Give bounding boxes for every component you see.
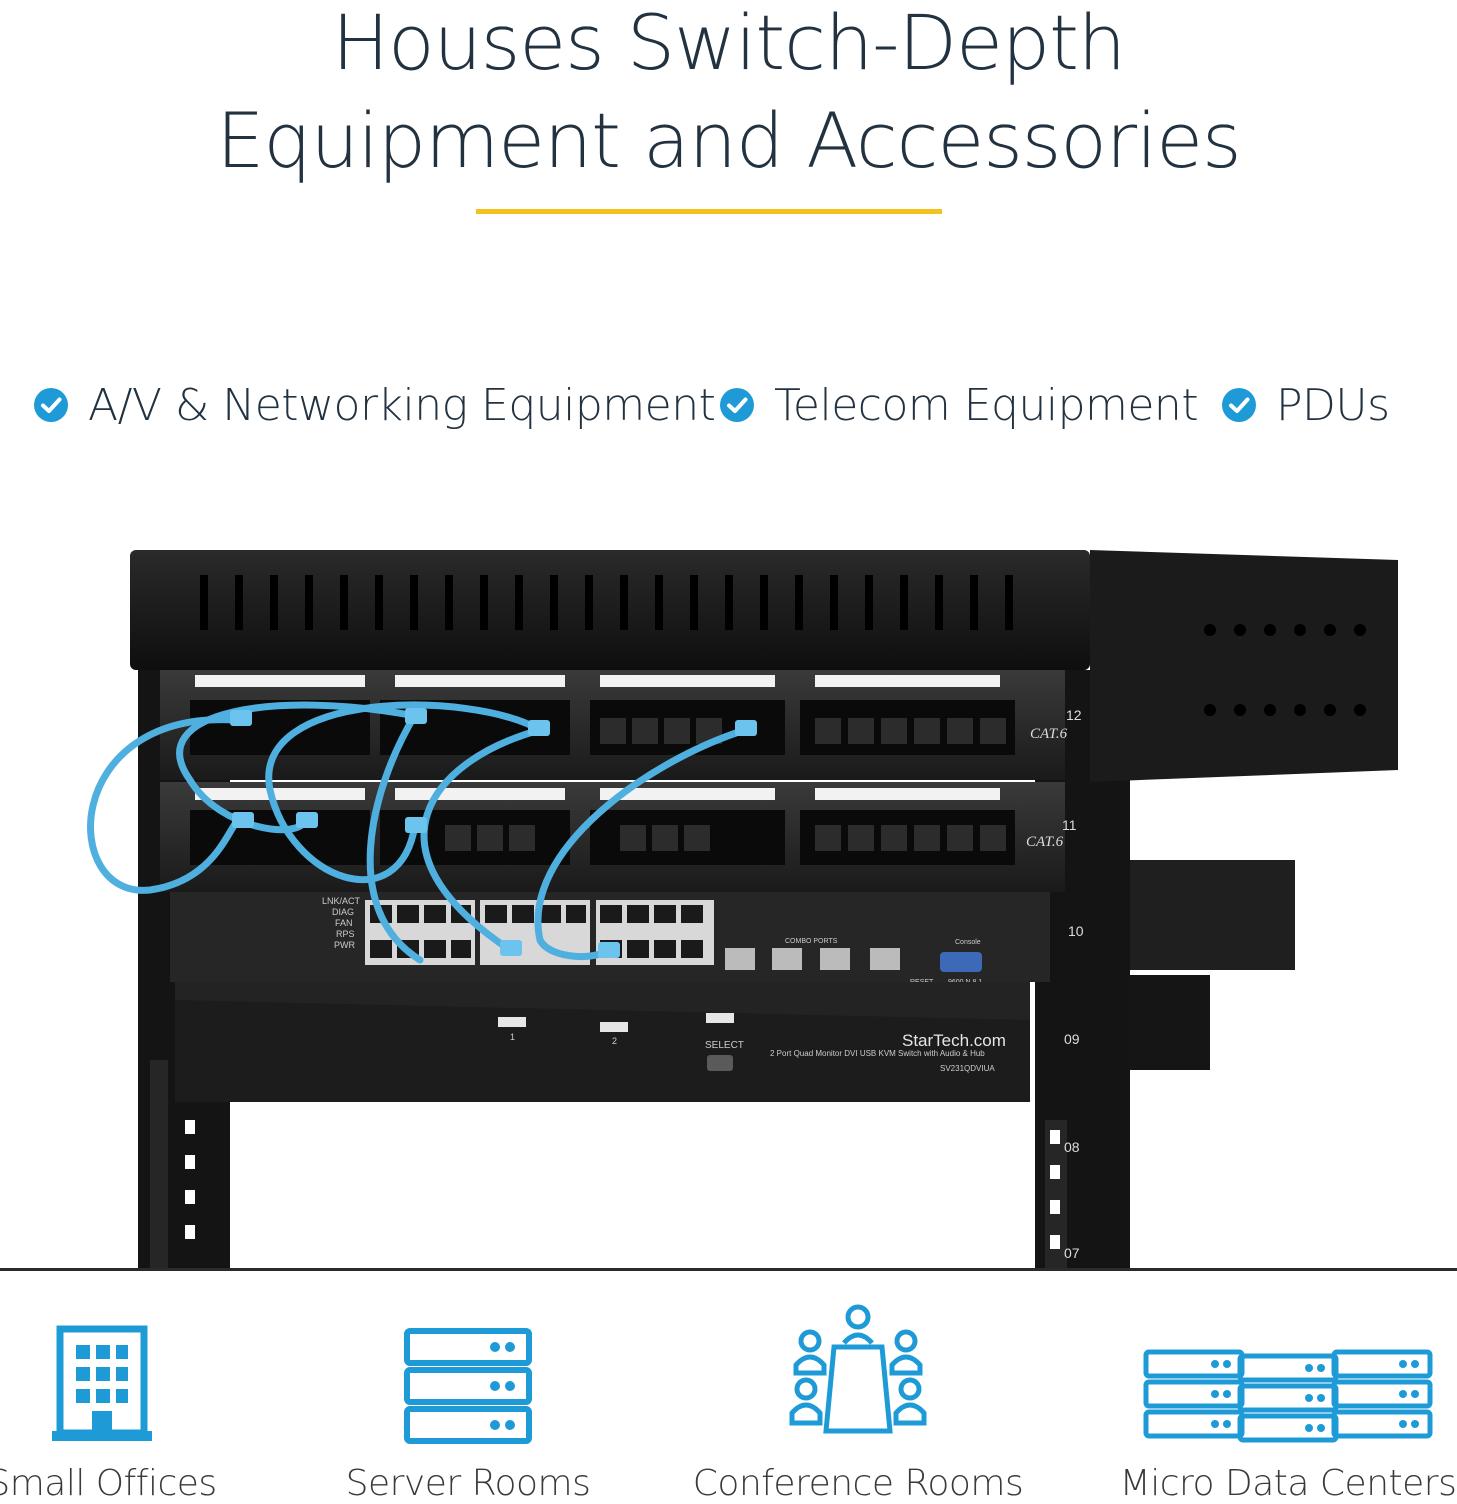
feature-av-networking: A/V & Networking Equipment <box>34 375 716 435</box>
office-building-icon <box>52 1325 152 1441</box>
headline: Houses Switch-Depth Equipment and Access… <box>0 0 1457 190</box>
kvm-description: 2 Port Quad Monitor DVI USB KVM Switch w… <box>770 1049 985 1058</box>
section-divider <box>0 1268 1457 1271</box>
use-case-small-offices: Small Offices <box>0 1300 282 1504</box>
status-rps: RPS <box>336 929 355 939</box>
status-lnk: LNK/ACT <box>322 896 361 906</box>
rack-unit-10: 10 <box>1068 923 1084 939</box>
use-case-micro-data-centers: Micro Data Centers <box>1108 1300 1457 1504</box>
feature-list: A/V & Networking Equipment Telecom Equip… <box>0 375 1457 435</box>
patch-cables <box>87 701 749 964</box>
status-pwr: PWR <box>334 940 355 950</box>
console-label: Console <box>955 939 981 946</box>
rack-unit-12: 12 <box>1066 707 1082 723</box>
side-device <box>1130 860 1295 970</box>
headline-line-1: Houses Switch-Depth <box>331 0 1126 87</box>
data-center-icon <box>1143 1349 1433 1443</box>
feature-pdus: PDUs <box>1222 375 1390 435</box>
rack-photo: CAT.6 12 CAT.6 11 COMB <box>87 550 1398 1270</box>
kvm-port-2: 2 <box>612 1036 617 1046</box>
rack-unit-11: 11 <box>1062 817 1077 833</box>
cat6-label-lower: CAT.6 <box>1026 834 1064 850</box>
use-case-label: Micro Data Centers <box>1119 1463 1457 1504</box>
check-circle-icon <box>1222 388 1256 422</box>
kvm-model: SV231QDVIUA <box>940 1064 995 1073</box>
rack-unit-08: 08 <box>1064 1139 1080 1155</box>
server-stack-icon <box>404 1328 532 1444</box>
kvm-select-button <box>707 1055 733 1071</box>
combo-ports-label: COMBO PORTS <box>785 938 838 945</box>
kvm-port-1: 1 <box>510 1032 515 1042</box>
vented-shelf <box>130 550 1090 670</box>
headline-line-2: Equipment and Accessories <box>216 96 1241 185</box>
use-case-server-rooms: Server Rooms <box>288 1300 648 1504</box>
check-circle-icon <box>34 388 68 422</box>
feature-telecom: Telecom Equipment <box>720 375 1199 435</box>
status-fan: FAN <box>335 918 353 928</box>
accent-underline <box>476 209 942 214</box>
console-port <box>940 952 982 972</box>
feature-label: Telecom Equipment <box>774 379 1199 431</box>
use-case-conference-rooms: Conference Rooms <box>678 1300 1038 1504</box>
kvm-brand: StarTech.com <box>902 1031 1006 1050</box>
feature-label: A/V & Networking Equipment <box>88 379 716 431</box>
feature-label: PDUs <box>1276 379 1390 431</box>
use-case-label: Small Offices <box>0 1463 217 1504</box>
rack-unit-09: 09 <box>1064 1031 1080 1047</box>
status-diag: DIAG <box>332 907 354 917</box>
conference-table-icon <box>789 1304 927 1434</box>
cat6-label-upper: CAT.6 <box>1030 726 1068 742</box>
use-case-label: Conference Rooms <box>692 1463 1024 1504</box>
rack-unit-07: 07 <box>1064 1245 1080 1261</box>
use-case-label: Server Rooms <box>345 1463 591 1504</box>
check-circle-icon <box>720 388 754 422</box>
kvm-select-label: SELECT <box>705 1040 744 1051</box>
